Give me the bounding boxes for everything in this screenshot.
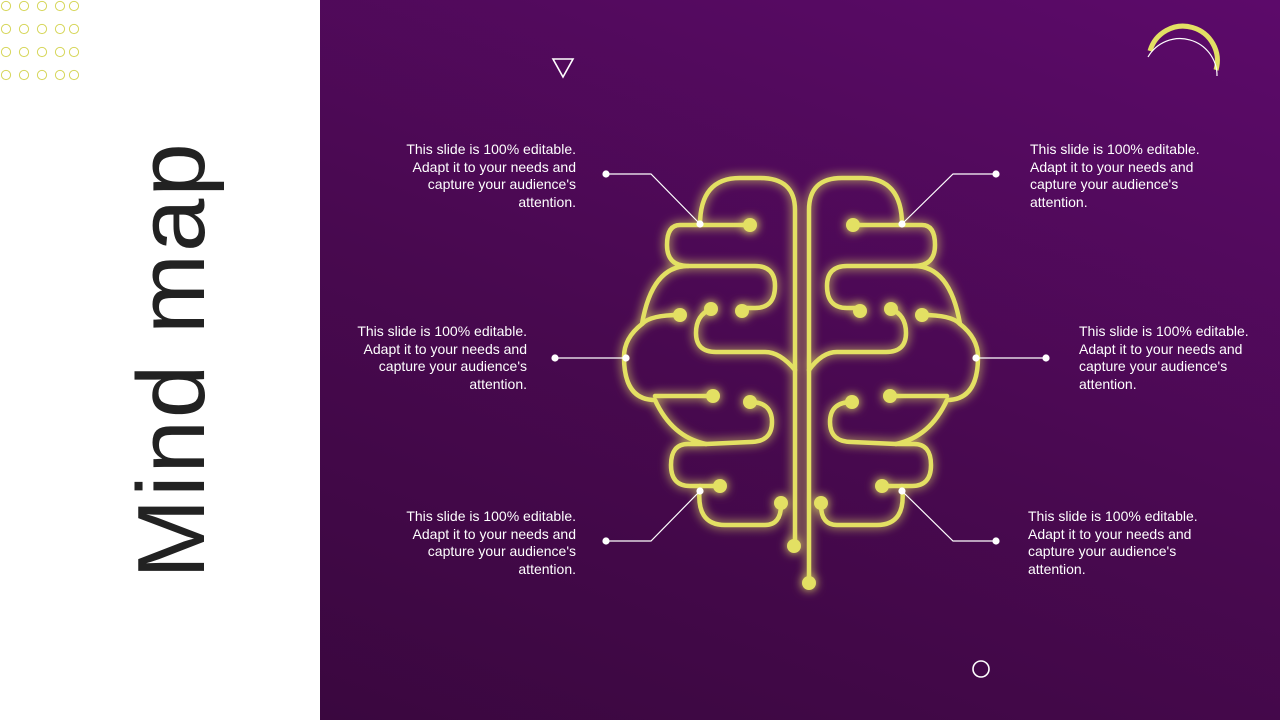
callout-text-middle-left: This slide is 100% editable. Adapt it to… bbox=[357, 323, 527, 392]
callout-text-top-left: This slide is 100% editable. Adapt it to… bbox=[406, 141, 576, 210]
circle-outline-icon bbox=[972, 660, 990, 678]
triangle-outline-icon bbox=[551, 58, 575, 79]
callout-text-middle-right: This slide is 100% editable. Adapt it to… bbox=[1079, 323, 1249, 392]
content-panel bbox=[320, 0, 1280, 720]
brain-circuit-icon bbox=[621, 175, 981, 586]
arc-outline-icon bbox=[1147, 23, 1220, 77]
connector-lines bbox=[555, 173, 1046, 542]
brain-left-hemisphere bbox=[621, 175, 798, 548]
callout-text-bottom-left: This slide is 100% editable. Adapt it to… bbox=[406, 508, 576, 577]
left-panel bbox=[0, 0, 320, 720]
callout-text-bottom-right: This slide is 100% editable. Adapt it to… bbox=[1028, 508, 1198, 577]
callout-text-top-right: This slide is 100% editable. Adapt it to… bbox=[1030, 141, 1200, 210]
dot-grid-decoration bbox=[0, 0, 80, 81]
brain-right-hemisphere bbox=[806, 175, 981, 586]
brain-circuit-nodes bbox=[673, 218, 929, 590]
connector-endpoints bbox=[551, 170, 1050, 545]
